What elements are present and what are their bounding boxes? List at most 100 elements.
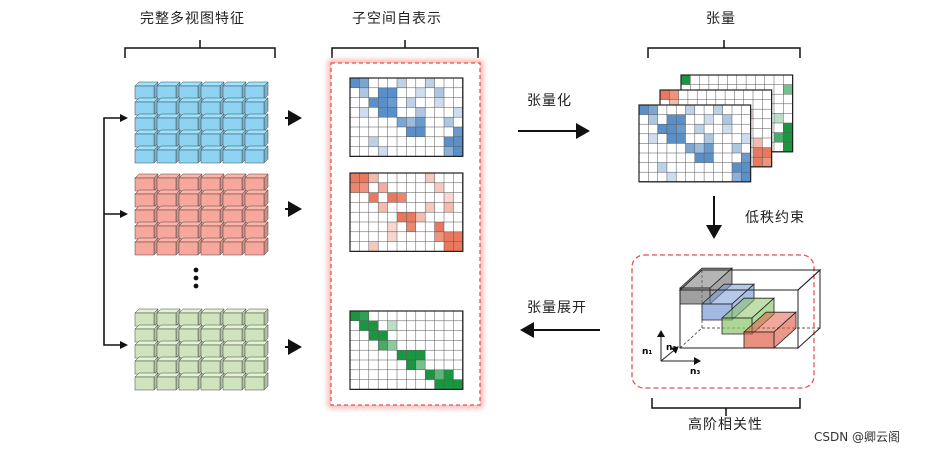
feature-cube	[222, 324, 247, 343]
feature-cube	[178, 340, 203, 359]
feature-cube	[244, 237, 269, 256]
matrix-cell	[359, 320, 369, 331]
matrix-cell	[741, 172, 751, 182]
matrix-cell	[694, 143, 705, 153]
feature-cube	[156, 324, 181, 343]
feature-cube	[200, 324, 225, 343]
matrix-cell	[444, 192, 454, 203]
matrix-cell	[444, 241, 454, 252]
matrix-cell	[713, 105, 723, 115]
matrix-cell	[434, 222, 444, 232]
low-rank-constraint-label: 低秩约束	[745, 210, 805, 226]
matrix-cell	[657, 124, 667, 134]
matrix-cell	[397, 212, 407, 222]
matrix-cell	[453, 127, 463, 137]
matrix-cell	[648, 105, 658, 115]
matrix-cell	[783, 132, 793, 143]
matrix-cell	[783, 142, 793, 152]
matrix-cell	[387, 222, 397, 232]
feature-cube	[222, 97, 247, 116]
feature-cube	[178, 237, 203, 256]
bracket-arrow-mid	[120, 210, 128, 218]
feature-cube	[222, 145, 247, 164]
matrix-cell	[660, 90, 670, 100]
brace-subspace	[331, 40, 479, 58]
feature-cube	[178, 372, 203, 391]
matrix-cell	[415, 87, 426, 98]
feature-cube	[244, 372, 269, 391]
feature-cube	[134, 189, 159, 208]
matrix-cell	[444, 117, 454, 127]
matrix-cell	[350, 311, 360, 321]
matrix-cell	[783, 84, 793, 95]
matrix-cell	[406, 222, 416, 232]
matrix-cell	[774, 113, 784, 123]
matrix-cell	[368, 330, 379, 341]
feature-cube	[156, 205, 181, 224]
feature-cube	[222, 221, 247, 240]
matrix-cell	[704, 153, 714, 163]
feature-cube	[134, 372, 159, 391]
matrix-cell	[732, 143, 742, 153]
feature-cube	[156, 113, 181, 132]
feature-cube	[178, 129, 203, 148]
axis-n2-label: n₂	[666, 343, 676, 353]
feature-cube	[156, 308, 181, 327]
matrix-cell	[676, 124, 686, 134]
matrix-cell	[434, 87, 444, 98]
matrix-cell	[425, 78, 435, 88]
matrix-cell	[666, 172, 677, 182]
feature-cube	[244, 97, 269, 116]
feature-cube	[222, 237, 247, 256]
feature-cube	[222, 113, 247, 132]
feature-cube	[156, 237, 181, 256]
feature-cube	[200, 340, 225, 359]
matrix-cell	[704, 114, 714, 125]
matrix-cell	[753, 147, 763, 158]
feature-cube	[134, 308, 159, 327]
matrix-cell	[681, 75, 691, 85]
matrix-cell	[694, 124, 705, 134]
matrix-cell	[704, 133, 714, 144]
matrix-cell	[368, 192, 379, 203]
matrix-cell	[434, 231, 444, 242]
tensor-unfold-label: 张量展开	[527, 300, 587, 316]
brace-highorder	[651, 398, 801, 416]
feature-cube	[244, 340, 269, 359]
feature-cube	[244, 173, 269, 192]
matrix-cell	[359, 78, 369, 88]
feature-cube	[244, 81, 269, 100]
feature-cube	[200, 372, 225, 391]
matrix-cell	[415, 107, 426, 118]
matrix-cell	[434, 369, 444, 380]
feature-cube	[134, 340, 159, 359]
matrix-cell	[368, 320, 379, 331]
matrix-cell	[359, 87, 369, 98]
matrix-cell	[732, 172, 742, 182]
bracket-arrow-top	[120, 114, 128, 122]
feature-cube	[178, 221, 203, 240]
feature-cube	[244, 189, 269, 208]
feature-cube	[156, 129, 181, 148]
feature-cube	[200, 129, 225, 148]
matrix-cell	[387, 340, 397, 351]
matrix-cell	[453, 107, 463, 118]
matrix-cell	[368, 173, 379, 183]
feature-cube	[134, 221, 159, 240]
tensor-title: 张量	[706, 11, 736, 27]
feature-cube	[200, 145, 225, 164]
matrix-cell	[753, 157, 763, 167]
multiview-features-title: 完整多视图特征	[140, 11, 245, 27]
matrix-cell	[406, 117, 416, 127]
feature-cube	[178, 205, 203, 224]
feature-cube	[178, 356, 203, 375]
matrix-cell	[387, 320, 397, 331]
feature-cube	[200, 81, 225, 100]
matrix-cell	[722, 124, 732, 134]
matrix-cell	[741, 162, 751, 173]
matrix-cell	[378, 87, 388, 98]
feature-cube	[200, 308, 225, 327]
feature-cube	[134, 237, 159, 256]
feature-cube	[178, 145, 203, 164]
